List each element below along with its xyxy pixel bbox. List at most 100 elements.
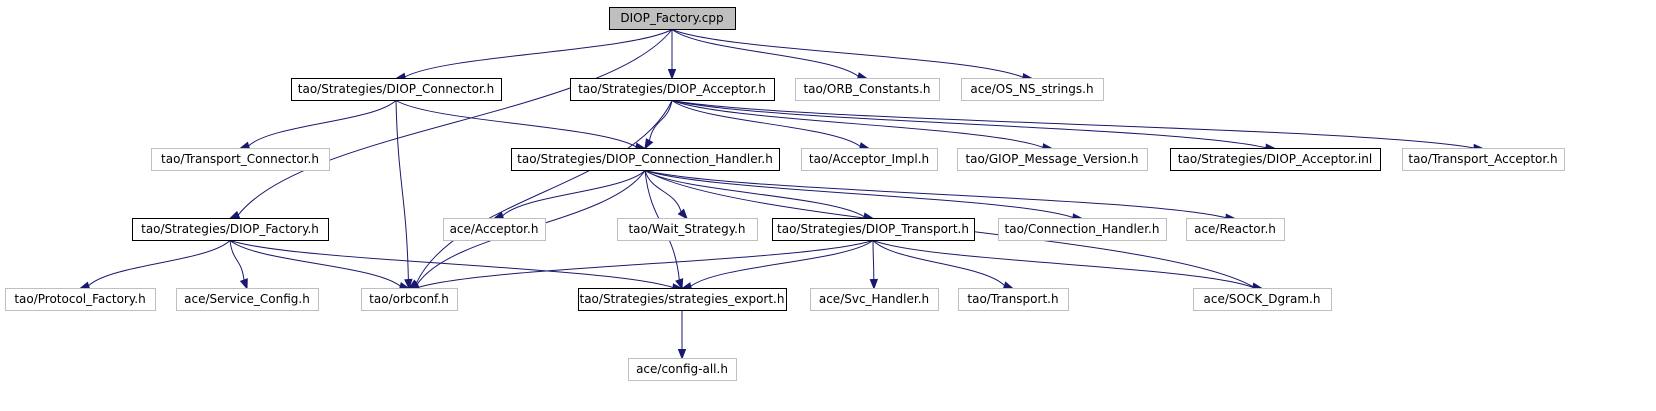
node-config-all-h[interactable]: ace/config-all.h <box>628 358 737 381</box>
arrowhead <box>644 138 654 150</box>
node-box <box>609 7 736 30</box>
node-label: tao/Strategies/DIOP_Acceptor.inl <box>1178 152 1372 166</box>
node-ace-acceptor-h[interactable]: ace/Acceptor.h <box>443 218 546 241</box>
edge-line <box>671 100 861 147</box>
arrowhead <box>667 69 677 80</box>
edge-line <box>872 240 1005 286</box>
node-box <box>1402 148 1565 171</box>
node-label: ace/config-all.h <box>636 362 728 376</box>
edge-line <box>690 240 874 287</box>
node-diop-acceptor-h[interactable]: tao/Strategies/DIOP_Acceptor.h <box>570 78 775 101</box>
node-acceptor-impl-h[interactable]: tao/Acceptor_Impl.h <box>801 148 938 171</box>
node-label: tao/Strategies/DIOP_Connection_Handler.h <box>517 152 773 166</box>
node-transport-h[interactable]: tao/Transport.h <box>958 288 1069 311</box>
node-orbconf-h[interactable]: tao/orbconf.h <box>361 288 458 311</box>
node-label: tao/Acceptor_Impl.h <box>809 152 929 166</box>
edge-line <box>248 100 397 147</box>
node-diop-acceptor-inl[interactable]: tao/Strategies/DIOP_Acceptor.inl <box>1170 148 1381 171</box>
node-box <box>511 148 780 171</box>
node-label: tao/GIOP_Message_Version.h <box>965 152 1138 166</box>
node-wait-strategy-h[interactable]: tao/Wait_Strategy.h <box>617 218 758 241</box>
edge-diop-acceptor-h-to-diop-acceptor-inl <box>671 100 1277 152</box>
node-box <box>570 78 775 101</box>
node-label: tao/Strategies/DIOP_Factory.h <box>141 222 319 236</box>
arrowhead <box>675 278 684 290</box>
node-diop-factory-h[interactable]: tao/Strategies/DIOP_Factory.h <box>132 218 329 241</box>
arrowhead <box>404 278 413 290</box>
arrowhead <box>228 210 241 220</box>
node-diop-factory-cpp[interactable]: DIOP_Factory.cpp <box>609 7 736 30</box>
node-strategies-export-h[interactable]: tao/Strategies/strategies_export.h <box>578 288 787 311</box>
edge-line <box>229 240 401 287</box>
node-box <box>5 288 156 311</box>
node-box <box>151 148 330 171</box>
edge-line <box>417 240 874 289</box>
edge-line <box>502 170 646 217</box>
node-label: tao/orbconf.h <box>369 292 449 306</box>
edge-line <box>229 240 245 281</box>
node-orb-constants-h[interactable]: tao/ORB_Constants.h <box>795 78 940 101</box>
arrowhead <box>677 208 688 220</box>
edge-line <box>88 240 231 287</box>
edge-line <box>648 100 673 141</box>
node-service-config-h[interactable]: ace/Service_Config.h <box>176 288 319 311</box>
node-connection-handler-h[interactable]: tao/Connection_Handler.h <box>998 218 1167 241</box>
node-diop-connection-handler-h[interactable]: tao/Strategies/DIOP_Connection_Handler.h <box>511 148 780 171</box>
node-giop-message-version-h[interactable]: tao/GIOP_Message_Version.h <box>957 148 1148 171</box>
node-label: tao/ORB_Constants.h <box>803 82 930 96</box>
node-transport-connector-h[interactable]: tao/Transport_Connector.h <box>151 148 330 171</box>
node-label: ace/Service_Config.h <box>184 292 310 306</box>
node-box <box>628 358 737 381</box>
edge-diop-connection-handler-h-to-ace-acceptor-h <box>492 170 646 220</box>
node-box <box>361 288 458 311</box>
edges-layer <box>78 29 1485 360</box>
node-diop-connector-h[interactable]: tao/Strategies/DIOP_Connector.h <box>291 78 502 101</box>
edge-diop-connector-h-to-transport-connector-h <box>238 100 397 150</box>
node-label: tao/Protocol_Factory.h <box>14 292 145 306</box>
arrowhead <box>869 278 879 290</box>
node-box <box>443 218 546 241</box>
node-box <box>1186 218 1285 241</box>
node-label: tao/Transport_Connector.h <box>161 152 319 166</box>
node-box <box>958 288 1069 311</box>
node-box <box>801 148 938 171</box>
edge-line <box>671 100 1044 148</box>
edge-diop-acceptor-h-to-diop-connection-handler-h <box>644 100 673 150</box>
edge-diop-factory-h-to-orbconf-h <box>229 240 411 291</box>
edge-diop-transport-h-to-strategies-export-h <box>680 240 874 291</box>
edge-diop-connection-handler-h-to-ace-reactor-h <box>644 170 1237 222</box>
arrowhead <box>677 349 687 360</box>
edge-line <box>404 29 673 78</box>
edge-diop-factory-cpp-to-diop-connector-h <box>394 29 673 82</box>
edge-line <box>395 100 409 280</box>
edge-diop-factory-h-to-service-config-h <box>229 240 248 290</box>
node-os-ns-strings-h[interactable]: ace/OS_NS_strings.h <box>961 78 1104 101</box>
node-box <box>578 288 787 311</box>
edge-line <box>237 29 673 216</box>
node-label: tao/Strategies/strategies_export.h <box>580 292 785 306</box>
node-protocol-factory-h[interactable]: tao/Protocol_Factory.h <box>5 288 156 311</box>
node-box <box>617 218 758 241</box>
edge-line <box>644 170 682 212</box>
node-diop-transport-h[interactable]: tao/Strategies/DIOP_Transport.h <box>772 218 975 241</box>
node-sock-dgram-h[interactable]: ace/SOCK_Dgram.h <box>1193 288 1332 311</box>
edge-diop-factory-cpp-to-diop-factory-h <box>228 29 673 220</box>
node-box <box>291 78 502 101</box>
node-ace-reactor-h[interactable]: ace/Reactor.h <box>1186 218 1285 241</box>
node-svc-handler-h[interactable]: ace/Svc_Handler.h <box>810 288 939 311</box>
node-label: ace/OS_NS_strings.h <box>970 82 1093 96</box>
arrowhead <box>239 278 248 290</box>
node-transport-acceptor-h[interactable]: tao/Transport_Acceptor.h <box>1402 148 1565 171</box>
edge-line <box>671 29 1024 78</box>
node-label: tao/Strategies/DIOP_Connector.h <box>298 82 494 96</box>
edge-line <box>395 100 637 148</box>
node-label: tao/Wait_Strategy.h <box>628 222 745 236</box>
edge-line <box>671 100 1475 149</box>
edge-line <box>644 170 865 218</box>
arrowhead <box>1002 281 1015 290</box>
edge-strategies-export-h-to-config-all-h <box>677 310 687 360</box>
node-label: ace/SOCK_Dgram.h <box>1204 292 1321 306</box>
edge-diop-transport-h-to-transport-h <box>872 240 1015 290</box>
edge-line <box>229 240 674 289</box>
